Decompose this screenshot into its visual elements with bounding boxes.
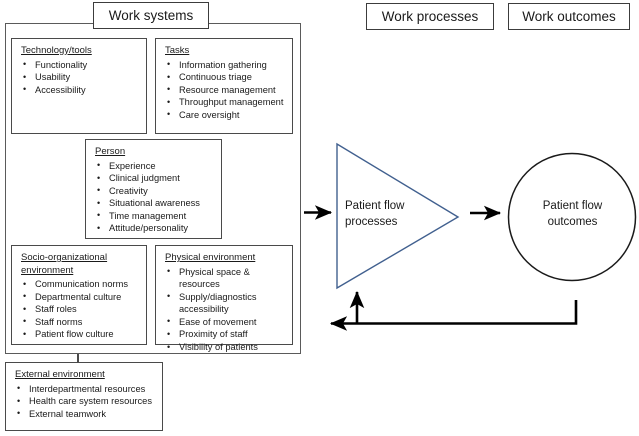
panel-physical-environment: Physical environment Physical space & re… bbox=[155, 245, 293, 353]
panel-socio-organizational-environment: Socio-organizational environment Communi… bbox=[11, 245, 147, 345]
list-item: Resource management bbox=[165, 83, 285, 97]
list-item: Accessibility bbox=[21, 83, 139, 97]
list-item: Information gathering bbox=[165, 58, 285, 72]
work-outcomes-title-label: Work outcomes bbox=[522, 9, 616, 24]
panel-person: Person Experience Clinical judgment Crea… bbox=[85, 139, 222, 239]
list-item: Continuous triage bbox=[165, 71, 285, 84]
work-systems-title-box: Work systems bbox=[93, 2, 209, 29]
panel-person-list: Experience Clinical judgment Creativity … bbox=[95, 159, 214, 236]
panel-socio-organizational-environment-heading: Socio-organizational environment bbox=[21, 252, 108, 276]
panel-technology-tools-list: Functionality Usability Accessibility bbox=[21, 58, 139, 97]
patient-flow-outcomes-label: Patient flow outcomes bbox=[509, 198, 636, 230]
panel-tasks-heading: Tasks bbox=[165, 45, 190, 56]
list-item: Experience bbox=[95, 159, 214, 173]
work-outcomes-title-box: Work outcomes bbox=[508, 3, 630, 30]
list-item: Supply/diagnostics accessibility bbox=[165, 290, 285, 316]
list-item: Interdepartmental resources bbox=[15, 382, 155, 396]
panel-physical-environment-list: Physical space & resources Supply/diagno… bbox=[165, 265, 285, 354]
panel-physical-environment-heading: Physical environment bbox=[165, 252, 256, 263]
patient-flow-processes-label-line2: processes bbox=[345, 216, 398, 228]
list-item: Care oversight bbox=[165, 108, 285, 122]
panel-socio-organizational-environment-list: Communication norms Departmental culture… bbox=[21, 278, 139, 341]
work-systems-to-external-connector bbox=[77, 354, 79, 363]
patient-flow-processes-label-line1: Patient flow bbox=[345, 200, 405, 212]
panel-technology-tools-heading: Technology/tools bbox=[21, 45, 92, 56]
panel-tasks: Tasks Information gathering Continuous t… bbox=[155, 38, 293, 134]
list-item: Creativity bbox=[95, 184, 214, 198]
list-item: Patient flow culture bbox=[21, 328, 139, 341]
list-item: Staff roles bbox=[21, 303, 139, 316]
panel-external-environment-heading: External environment bbox=[15, 369, 105, 380]
list-item: Functionality bbox=[21, 58, 139, 72]
list-item: Staff norms bbox=[21, 315, 139, 329]
patient-flow-processes-label: Patient flow processes bbox=[345, 198, 440, 230]
patient-flow-outcomes-label-line1: Patient flow bbox=[542, 200, 603, 212]
work-processes-title-box: Work processes bbox=[366, 3, 494, 30]
panel-person-heading: Person bbox=[95, 146, 126, 157]
panel-external-environment-list: Interdepartmental resources Health care … bbox=[15, 382, 155, 421]
list-item: Attitude/personality bbox=[95, 222, 214, 235]
list-item: Health care system resources bbox=[15, 395, 155, 408]
list-item: Clinical judgment bbox=[95, 172, 214, 185]
list-item: Physical space & resources bbox=[165, 265, 285, 291]
list-item: Departmental culture bbox=[21, 290, 139, 304]
list-item: Visibility of patients bbox=[165, 341, 285, 354]
work-systems-title-label: Work systems bbox=[108, 8, 194, 23]
work-processes-title-label: Work processes bbox=[381, 9, 479, 24]
panel-tasks-list: Information gathering Continuous triage … bbox=[165, 58, 285, 122]
list-item: Throughput management bbox=[165, 96, 285, 109]
list-item: Situational awareness bbox=[95, 197, 214, 210]
panel-external-environment: External environment Interdepartmental r… bbox=[5, 362, 163, 431]
patient-flow-outcomes-label-line2: outcomes bbox=[547, 216, 598, 228]
list-item: Time management bbox=[95, 209, 214, 223]
panel-technology-tools: Technology/tools Functionality Usability… bbox=[11, 38, 147, 134]
list-item: Ease of movement bbox=[165, 315, 285, 329]
list-item: External teamwork bbox=[15, 407, 155, 421]
list-item: Proximity of staff bbox=[165, 328, 285, 341]
feedback-loop-path bbox=[329, 300, 578, 331]
list-item: Communication norms bbox=[21, 278, 139, 291]
list-item: Usability bbox=[21, 71, 139, 84]
